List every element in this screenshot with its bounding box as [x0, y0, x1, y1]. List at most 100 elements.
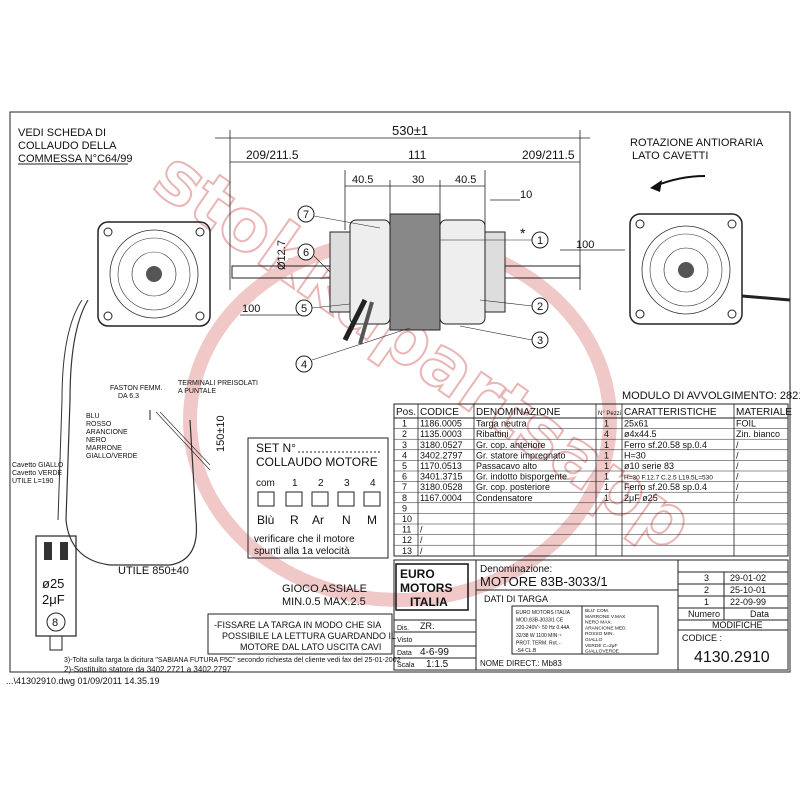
svg-text:Denominazione:: Denominazione:: [480, 564, 552, 575]
table-cell: Ribattini: [476, 429, 509, 439]
drawing-frame: [9, 111, 791, 673]
svg-text:DA 6.3: DA 6.3: [118, 393, 139, 400]
svg-text:Blù: Blù: [257, 513, 274, 527]
svg-text:2)-Sostituito statore da 3402.: 2)-Sostituito statore da 3402.2721 a 340…: [64, 665, 232, 674]
svg-text:MOTORE DAL LATO USCITA CAVI: MOTORE DAL LATO USCITA CAVI: [240, 642, 381, 652]
svg-text:DATI DI TARGA: DATI DI TARGA: [484, 594, 548, 604]
callout-1: 1: [440, 231, 549, 249]
table-cell: Gr. statore impregnato: [476, 450, 566, 460]
svg-text:3: 3: [537, 335, 543, 347]
svg-text:4-6-99: 4-6-99: [420, 647, 449, 658]
set-box: SET N° COLLAUDO MOTORE com 1 2 3 4 Blù R…: [247, 437, 389, 559]
svg-text:150±10: 150±10: [215, 415, 227, 452]
table-cell: 1: [604, 461, 609, 471]
nameplate-wire-line: BLU' COM.: [585, 608, 609, 614]
svg-text:Scala: Scala: [397, 662, 415, 669]
table-cell: 1: [604, 419, 609, 429]
nameplate-line: -S4 CL.B: [516, 648, 537, 654]
svg-text:10: 10: [520, 189, 532, 201]
table-header: Pos.: [396, 407, 416, 418]
svg-text:7: 7: [303, 209, 309, 221]
callout-6: 6: [297, 243, 331, 273]
svg-text:TERMINALI PREISOLATI: TERMINALI PREISOLATI: [178, 380, 258, 387]
svg-text:COLLAUDO MOTORE: COLLAUDO MOTORE: [256, 455, 378, 469]
svg-text:GIOCO ASSIALE: GIOCO ASSIALE: [282, 583, 367, 595]
svg-text:NOME DIRECT.: Mb83: NOME DIRECT.: Mb83: [480, 659, 562, 668]
table-cell: /: [736, 482, 739, 492]
table-cell: 1: [604, 440, 609, 450]
nameplate-line: EURO MOTORS ITALIA: [516, 610, 571, 616]
right-end-view: [629, 213, 791, 325]
table-cell: FOIL: [736, 419, 756, 429]
table-cell: /: [420, 535, 423, 545]
table-cell: Gr. cop. anteriore: [476, 440, 546, 450]
svg-text:1:1.5: 1:1.5: [426, 659, 449, 670]
table-cell: /: [736, 461, 739, 471]
svg-text:Ø12.7: Ø12.7: [276, 240, 288, 270]
svg-text:UTILE 850±40: UTILE 850±40: [118, 565, 189, 577]
revision-notes: 3)-Tolta sulla targa la dicitura "SABIAN…: [64, 657, 401, 674]
table-cell: 3: [402, 440, 407, 450]
table-cell: Zin. bianco: [736, 429, 780, 439]
svg-text:4: 4: [370, 478, 376, 489]
svg-text:com: com: [256, 478, 275, 489]
table-cell: 1186.0005: [420, 419, 462, 429]
title-block: EURO MOTORS ITALIA Denominazione: MOTORE…: [393, 559, 789, 671]
table-header: CARATTERISTICHE: [624, 407, 717, 418]
nameplate-line: PROT. TERM. Rot.←: [516, 640, 563, 646]
table-cell: 3180.0528: [420, 482, 463, 492]
svg-text:Numero: Numero: [688, 609, 720, 619]
table-cell: /: [420, 525, 423, 535]
table-cell: Gr. indotto bisporgente: [476, 472, 567, 482]
table-cell: Ferro sf.20.58 sp.0.4: [624, 482, 707, 492]
svg-text:8: 8: [52, 617, 58, 629]
table-cell: /: [420, 546, 423, 556]
table-cell: 1: [604, 493, 609, 503]
left-end-view: [97, 221, 211, 327]
svg-text:2: 2: [318, 478, 324, 489]
table-header: MATERIALE: [736, 407, 792, 418]
callout-3: 3: [459, 325, 549, 349]
svg-text:22-09-99: 22-09-99: [730, 597, 766, 607]
svg-text:R: R: [290, 513, 299, 527]
nameplate-line: MOD.83B-3033/1 CE: [516, 618, 564, 624]
fissare-note: -FISSARE LA TARGA IN MODO CHE SIA POSSIB…: [207, 613, 396, 655]
svg-text:MIN.0.5 MAX.2.5: MIN.0.5 MAX.2.5: [282, 596, 366, 608]
table-cell: 1167.0004: [420, 493, 462, 503]
table-cell: 13: [402, 546, 412, 556]
table-cell: 8: [402, 493, 407, 503]
svg-text:ITALIA: ITALIA: [410, 595, 448, 609]
svg-text:Ar: Ar: [312, 513, 324, 527]
table-cell: /: [736, 450, 739, 460]
svg-text:5: 5: [301, 303, 307, 315]
svg-text:MOTORS: MOTORS: [400, 581, 452, 595]
svg-text:COLLAUDO DELLA: COLLAUDO DELLA: [18, 140, 117, 152]
table-cell: Gr. cop. posteriore: [476, 482, 550, 492]
svg-text:1: 1: [537, 235, 543, 247]
svg-text:ZR.: ZR.: [420, 621, 435, 631]
table-cell: 1: [604, 482, 609, 492]
svg-text:ø25: ø25: [42, 576, 64, 591]
table-cell: /: [736, 472, 739, 482]
callout-4: 4: [295, 327, 411, 373]
svg-text:2: 2: [537, 301, 543, 313]
nameplate-line: 32/38 W 1100 MIN⁻¹: [516, 633, 562, 639]
svg-text:1: 1: [704, 597, 709, 607]
table-cell: Condensatore: [476, 493, 533, 503]
svg-text:3: 3: [344, 478, 350, 489]
svg-text:Visto: Visto: [397, 637, 413, 644]
euro-motors-logo: EURO MOTORS ITALIA: [395, 563, 469, 611]
svg-text:209/211.5: 209/211.5: [246, 148, 299, 162]
svg-text:ROSSO: ROSSO: [86, 421, 112, 428]
svg-text:GIALLO/VERDE: GIALLO/VERDE: [86, 453, 138, 460]
nameplate-line: 220-240V~ 50 Hz 0.44A: [516, 625, 570, 631]
svg-text:SET N°: SET N°: [256, 441, 296, 455]
motor-side-view: [231, 213, 581, 345]
svg-text:CODICE :: CODICE :: [682, 633, 722, 643]
svg-text:Data: Data: [750, 609, 769, 619]
nameplate-wire-line: NERO MAX.: [585, 620, 612, 626]
table-cell: 7: [402, 482, 407, 492]
svg-text:NERO: NERO: [86, 437, 107, 444]
svg-text:3: 3: [704, 573, 709, 583]
